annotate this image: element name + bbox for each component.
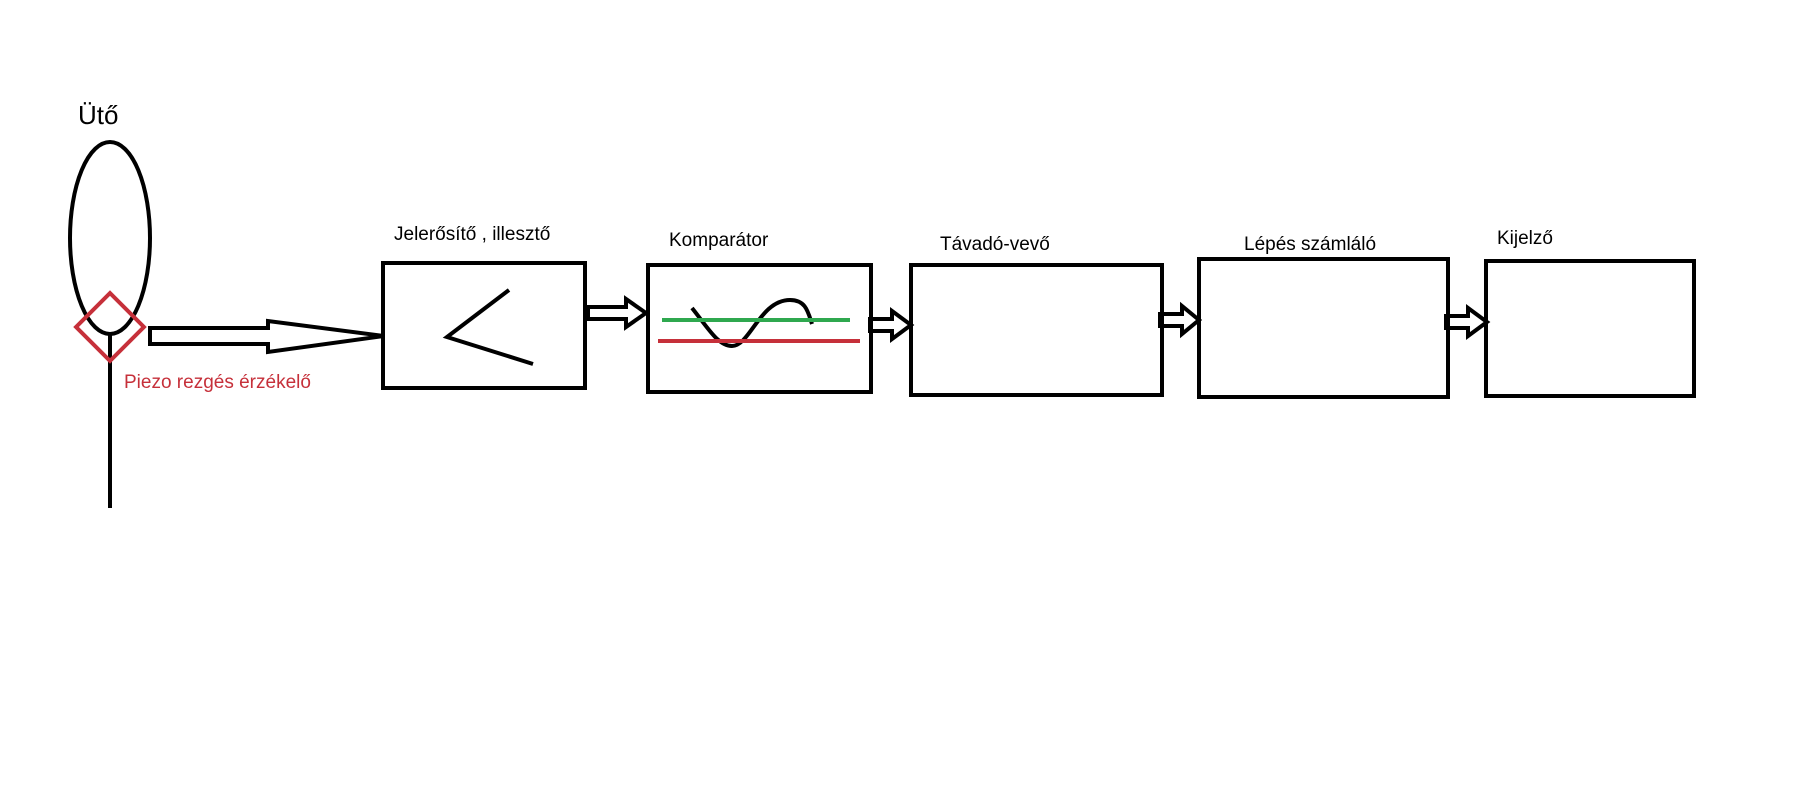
display-block [1484, 259, 1696, 398]
racket-label: Ütő [78, 100, 119, 130]
amplifier-block [381, 261, 587, 390]
amplifier-label: Jelerősítő , illesztő [394, 224, 551, 245]
transceiver-to-counter-arrow [1158, 301, 1203, 339]
comparator-to-transceiver-arrow [868, 307, 915, 343]
comparator-label: Komparátor [669, 230, 769, 251]
racket-head [68, 140, 152, 336]
display-label: Kijelző [1497, 228, 1553, 249]
racket [68, 140, 152, 508]
transceiver-block [909, 263, 1164, 397]
piezo-sensor-label: Piezo rezgés érzékelő [124, 372, 311, 393]
transceiver-label: Távadó-vevő [940, 234, 1050, 255]
comparator-signal-wave [690, 297, 814, 349]
piezo-sensor-marker [73, 290, 147, 364]
counter-label: Lépés számláló [1244, 234, 1377, 255]
counter-block [1197, 257, 1450, 399]
amplifier-symbol [442, 288, 534, 366]
amplifier-to-comparator-arrow [586, 295, 650, 331]
sensor-to-amplifier-arrow [148, 318, 385, 355]
counter-to-display-arrow [1444, 304, 1491, 340]
comparator-block [646, 263, 873, 394]
